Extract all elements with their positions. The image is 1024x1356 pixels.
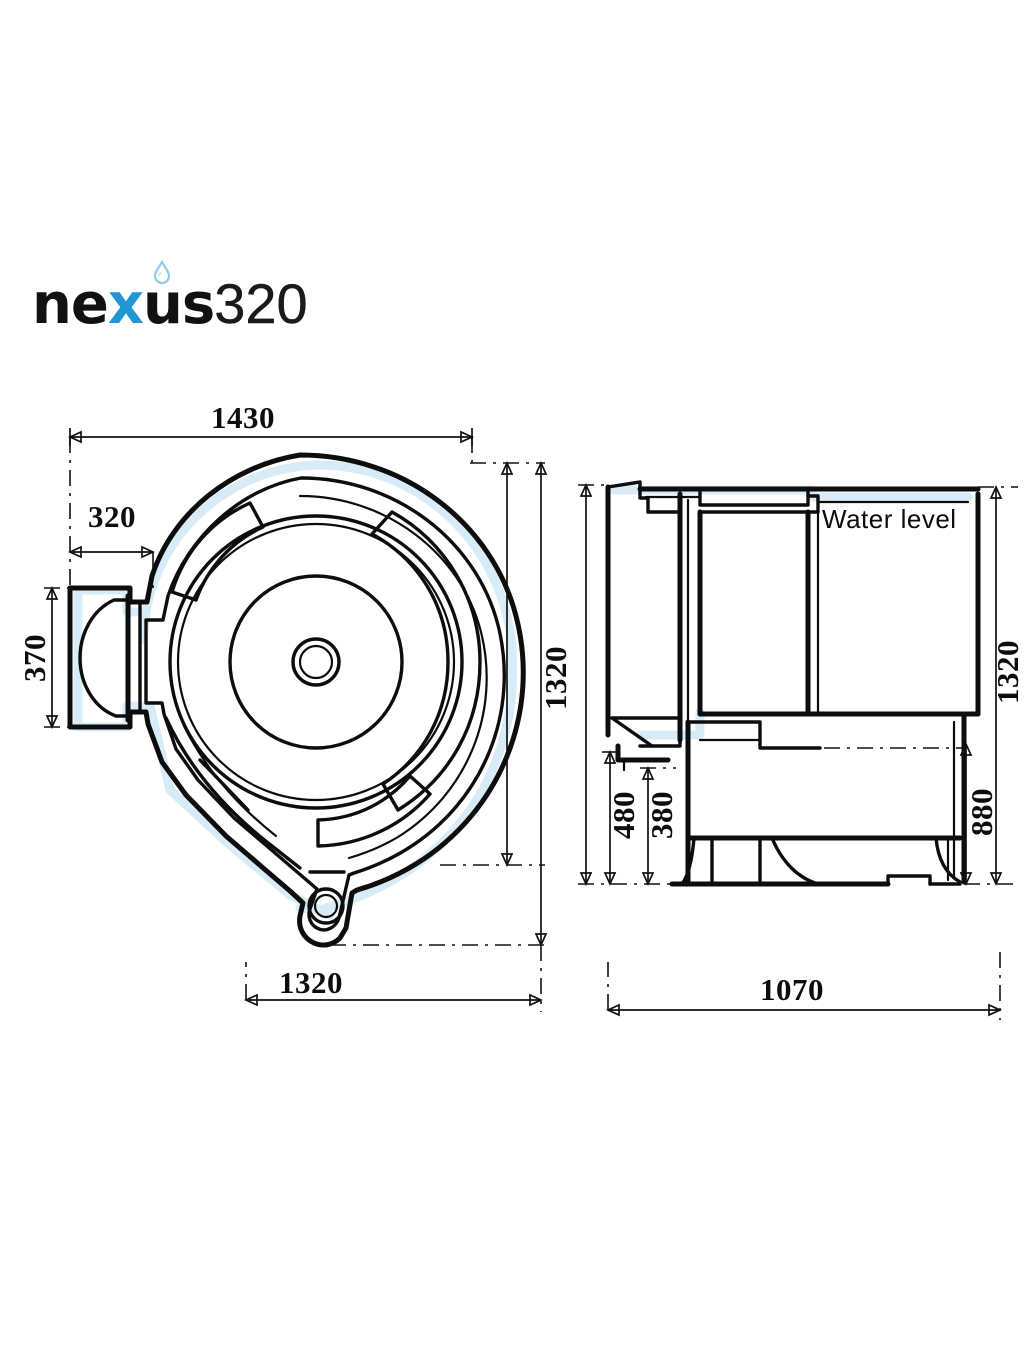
top-view: 1430 320 370 — [17, 400, 573, 1012]
dim-label-1320-side: 1320 — [990, 640, 1024, 704]
logo-model-number: 320 — [214, 272, 308, 335]
dim-label-880: 880 — [964, 788, 999, 836]
top-view-bottom-boss — [307, 870, 346, 925]
top-view-handle-arm — [164, 716, 302, 870]
top-view-dimensions: 1430 320 370 — [17, 400, 573, 1012]
dim-label-370: 370 — [17, 634, 52, 682]
dim-label-1320-bottom: 1320 — [279, 965, 343, 1000]
side-view-water-level: Water level — [818, 500, 970, 534]
side-view-tank-body — [697, 491, 981, 717]
water-level-label: Water level — [822, 504, 957, 534]
dim-label-1430: 1430 — [211, 400, 275, 435]
top-view-inlet — [68, 586, 142, 729]
logo-text-x: x — [107, 272, 144, 337]
top-view-body-outline — [67, 452, 526, 948]
top-view-rotor — [168, 514, 464, 810]
dim-label-1070: 1070 — [760, 972, 824, 1007]
side-view-dimensions: 480 380 880 1320 — [578, 482, 1024, 1020]
side-view-base — [669, 835, 963, 887]
logo-text-ne: ne — [32, 272, 109, 337]
dim-label-1320-vertical: 1320 — [538, 646, 573, 710]
top-view-halo — [73, 460, 518, 920]
dim-label-480: 480 — [606, 791, 641, 839]
dim-label-320: 320 — [88, 499, 136, 534]
side-view-tank-rim — [637, 486, 981, 514]
side-view-lower-chamber — [685, 713, 967, 885]
top-view-vane-slots — [170, 501, 482, 848]
side-view-left-column — [605, 480, 690, 743]
side-view: Water level — [578, 480, 1024, 1020]
dim-label-380: 380 — [644, 791, 679, 839]
side-view-outlet-spout — [610, 716, 682, 772]
logo-text-us: us — [142, 272, 215, 337]
